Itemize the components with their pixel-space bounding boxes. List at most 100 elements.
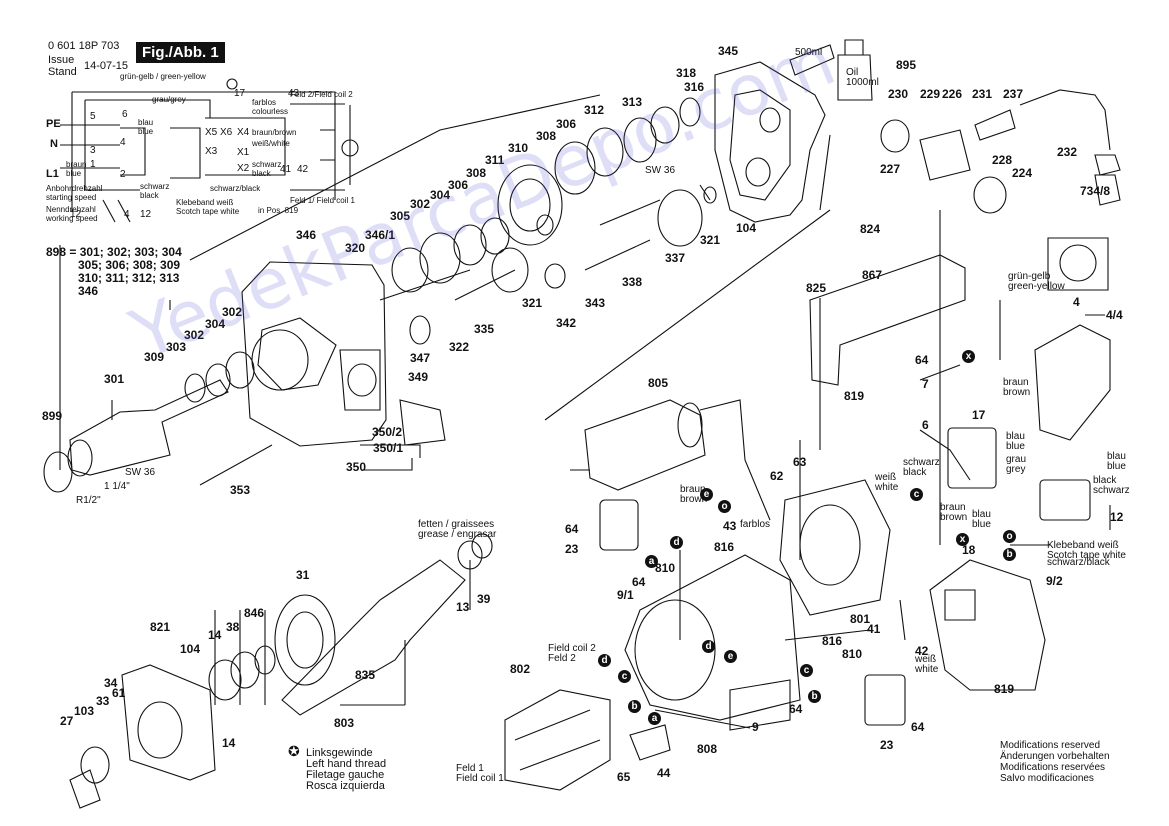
wire-color-label: Feld 1 Field coil 1 [456,763,504,784]
terminal-label: X1 [237,147,250,158]
wire-color-label: farblos [740,519,771,530]
wiring-number: 41 [280,164,292,175]
wiring-number: 1 [90,159,96,170]
part-callout: 335 [474,322,495,336]
part-callout: 301 [104,372,125,386]
handle-bracket [809,254,966,386]
part-callout: 64 [565,522,579,536]
wiring-label: Feld 2/Field coil 2 [290,90,353,99]
part-number: 0 601 18P 703 [48,40,120,52]
part-callout: 342 [556,316,577,330]
rear-cover [929,559,1046,691]
wiring-label: schwarz black [252,160,282,178]
star-icon: ✪ [288,743,300,759]
connection-letter: e [724,650,737,663]
part-callout: 64 [632,575,646,589]
left-hand-thread-legend: ✪ Linksgewinde Left hand thread Filetage… [288,744,386,792]
mods-line: Änderungen vorbehalten [1000,751,1110,762]
part-callout: 310 [508,141,529,155]
wiring-number: 12 [70,209,82,220]
part-callout: 12 [1110,510,1124,524]
part-callout: 320 [345,241,366,255]
connection-letter: x [962,350,975,363]
wiring-number: 43 [288,88,300,99]
connection-letter: a [648,712,661,725]
spindle [69,379,229,476]
wiring-label: N [50,138,58,150]
part-callout: 65 [617,770,631,784]
part-callout: 337 [665,251,686,265]
motor-housing [624,479,891,721]
wiring-label: grün-gelb / green-yellow [120,72,206,81]
part-callout: 308 [466,166,487,180]
terminal-label: X3 [205,146,218,157]
part-callout: 311 [485,153,505,167]
part-callout: 345 [718,44,739,58]
part-callout: 308 [536,129,557,143]
part-callout: 27 [60,714,74,728]
part-callout: 895 [896,58,917,72]
part-callout: 350/1 [373,441,404,455]
part-callout: 224 [1012,166,1033,180]
wiring-label: PE [46,118,61,130]
kit-line: 346 [78,284,99,298]
part-callout: 41 [867,622,881,636]
part-callout: 229 [920,87,941,101]
part-callout: 302 [222,305,243,319]
part-callout: 9 [752,720,759,734]
wire-color-label: grün-gelb green-yellow [1008,271,1065,292]
part-callout: 816 [822,634,843,648]
part-callout: 302 [410,197,431,211]
part-callout: 31 [296,568,310,582]
part-callout: 346 [296,228,317,242]
wire-color-label: 500ml [795,47,823,58]
wiring-label: weiß/white [252,139,290,148]
part-callout: 23 [565,542,579,556]
part-callout: 304 [205,317,226,331]
part-callout: 9/1 [617,588,634,602]
wire-color-label: braun brown [680,484,708,505]
part-callout: 825 [806,281,827,295]
part-callout: 304 [430,188,451,202]
part-callout: 343 [585,296,606,310]
part-callout: 338 [622,275,643,289]
part-callout: 312 [584,103,605,117]
part-callout: 819 [994,682,1015,696]
part-callout: 302 [184,328,205,342]
part-callout: 62 [770,469,784,483]
part-callout: 237 [1003,87,1024,101]
part-callout: 232 [1057,145,1078,159]
wire-color-label: 1 1/4" [104,481,130,492]
wiring-label: Anbohrdrehzahl starting speed [46,184,103,202]
part-callout: 316 [684,80,705,94]
wire-color-label: R1/2" [76,495,101,506]
part-callout: 835 [355,668,376,682]
wiring-number: 42 [297,164,309,175]
wiring-label: farblos colourless [252,98,289,116]
part-callout: 349 [408,370,429,384]
part-callout: 350/2 [372,425,403,439]
part-callout: 4 [1073,295,1080,309]
part-callout: 305 [390,209,411,223]
part-callout: 353 [230,483,251,497]
part-callout: 44 [657,766,671,780]
part-callout: 303 [166,340,187,354]
part-callout: 227 [880,162,901,176]
part-callout: 64 [789,702,803,716]
wiring-label: L1 [46,168,59,180]
connection-letter: d [598,654,611,667]
wiring-label: schwarz black [140,182,170,200]
wiring-number: 12 [140,209,152,220]
wire-color-label: weiß white [875,472,899,493]
part-callout: 819 [844,389,865,403]
connection-letter: c [800,664,813,677]
part-callout: 43 [723,519,737,533]
part-callout: 6 [922,418,929,432]
wiring-number: 6 [122,109,128,120]
part-callout: 34 [104,676,118,690]
gearbox-cover [714,61,826,223]
mods-line: Salvo modificaciones [1000,773,1094,784]
part-callout: 306 [556,117,577,131]
gear-housing [241,261,387,447]
